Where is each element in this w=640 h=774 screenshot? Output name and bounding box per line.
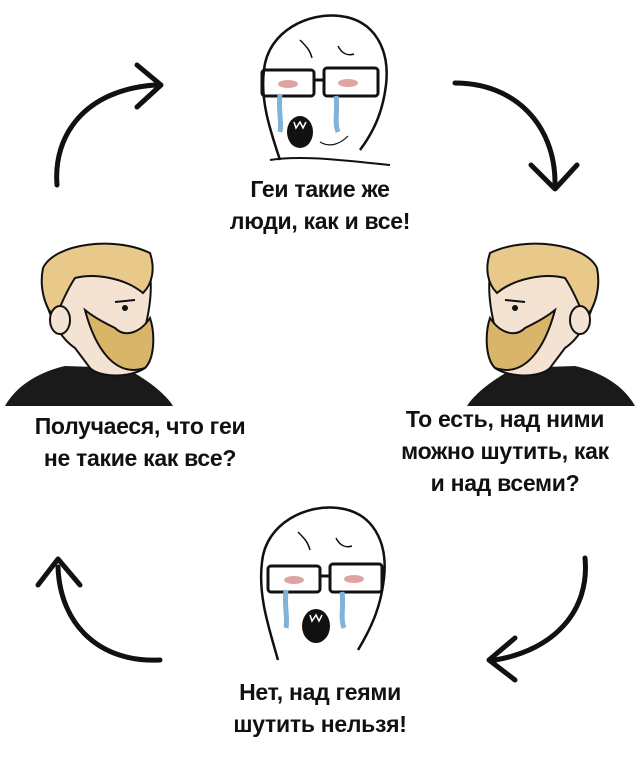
caption-top-line-1: Геи такие же bbox=[250, 176, 390, 202]
crying-wojak-face-icon-bottom bbox=[238, 500, 408, 670]
caption-bottom-line-2: шутить нельзя! bbox=[233, 711, 407, 737]
caption-bottom: Нет, над геями шутить нельзя! bbox=[180, 676, 460, 740]
bearded-chad-face-icon-left bbox=[5, 238, 175, 408]
caption-right-line-3: и над всеми? bbox=[430, 470, 580, 496]
caption-top-line-2: люди, как и все! bbox=[229, 208, 411, 234]
caption-right-line-1: То есть, над ними bbox=[405, 406, 605, 432]
curved-arrow-icon-top-right bbox=[445, 65, 585, 200]
curved-arrow-icon-bottom-right bbox=[475, 550, 610, 685]
caption-right: То есть, над ними можно шутить, как и на… bbox=[370, 403, 640, 499]
curved-arrow-icon-top-left bbox=[45, 55, 175, 195]
caption-top: Геи такие же люди, как и все! bbox=[190, 173, 450, 237]
curved-arrow-icon-bottom-left bbox=[30, 545, 170, 675]
caption-left: Получаеся, что геи не такие как все? bbox=[0, 410, 280, 474]
caption-left-line-1: Получаеся, что геи bbox=[34, 413, 246, 439]
caption-bottom-line-1: Нет, над геями bbox=[239, 679, 401, 705]
caption-left-line-2: не такие как все? bbox=[43, 445, 237, 471]
crying-wojak-face-icon-top bbox=[240, 10, 410, 170]
bearded-chad-face-icon-right bbox=[465, 238, 635, 408]
caption-right-line-2: можно шутить, как bbox=[401, 438, 609, 464]
